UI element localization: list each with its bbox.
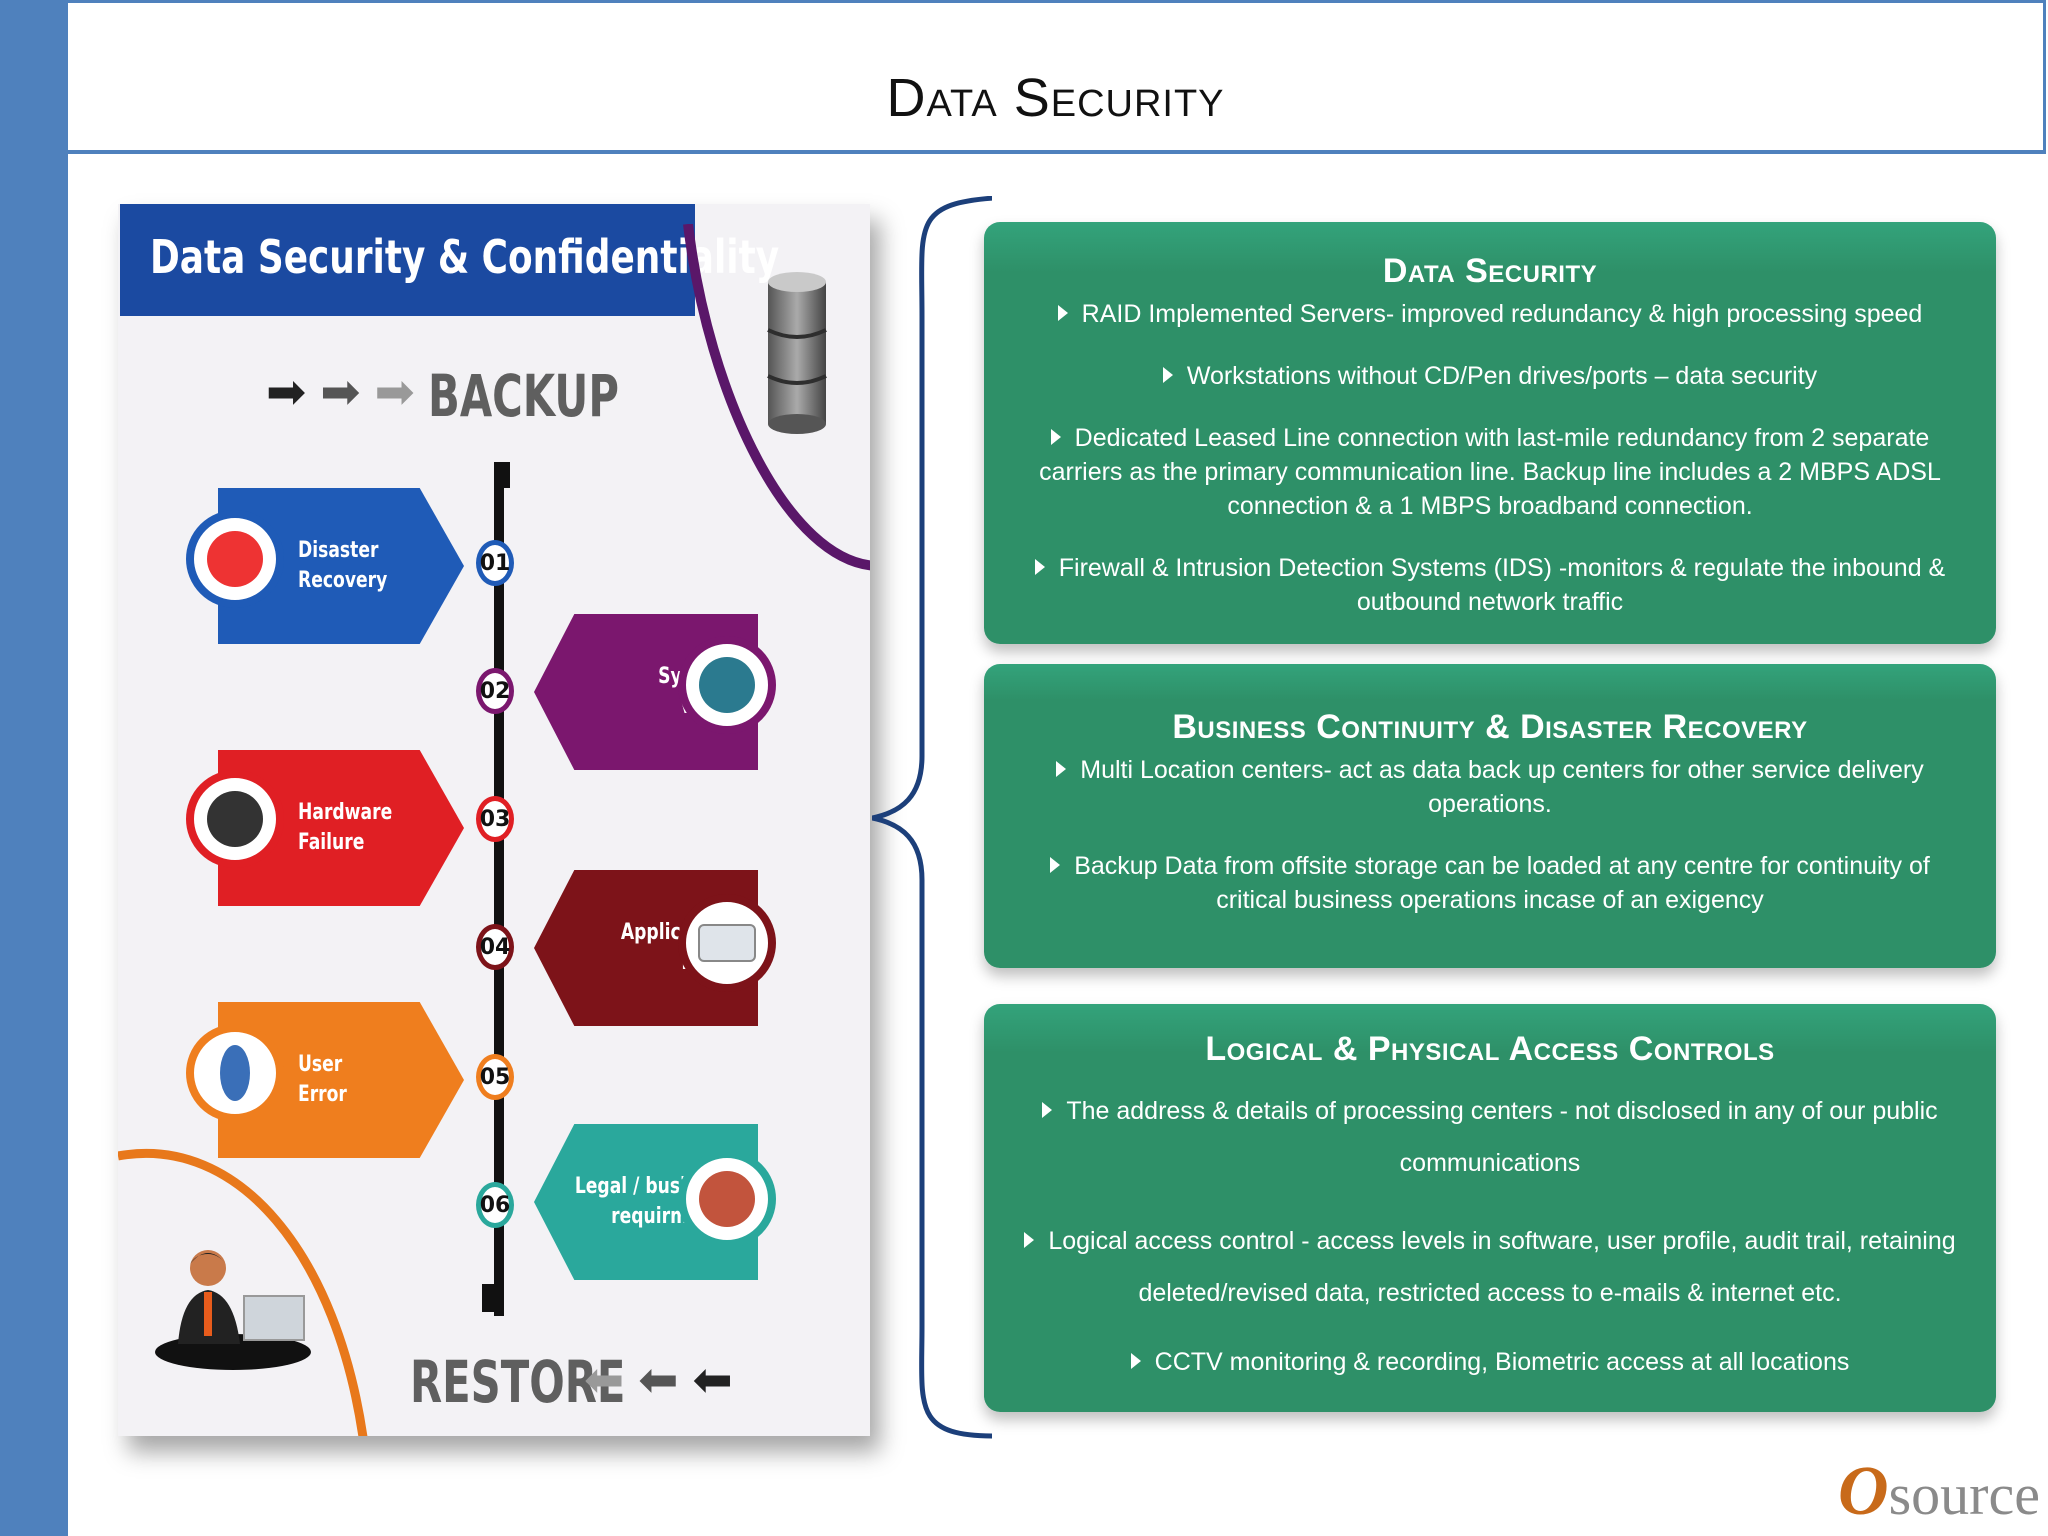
virus-bug-icon (678, 636, 776, 734)
left-accent-band (0, 0, 68, 1536)
backup-label: BACKUP (428, 362, 619, 430)
step-number: 02 (476, 668, 514, 714)
bullet-arrow-icon (1024, 1232, 1035, 1248)
bullet-text: Backup Data from offsite storage can be … (1074, 852, 1930, 914)
panel-business-continuity: Business Continuity & Disaster Recovery … (984, 664, 1996, 968)
bullet-item: The address & details of processing cent… (984, 1085, 1996, 1189)
step-label-line2: Error (298, 1082, 347, 1107)
step-number: 03 (476, 796, 514, 842)
step-card-disaster-recovery: Disaster Recovery (218, 488, 464, 644)
infographic-header: Data Security & Confidentiality (120, 204, 779, 316)
legal-document-icon (678, 1150, 776, 1248)
bullet-arrow-icon (1130, 1353, 1141, 1369)
arrow-left-icon: ⬅ (692, 1354, 733, 1407)
step-label-line2: Recovery (298, 568, 388, 593)
step-label-line1: Disaster (298, 538, 379, 563)
database-arc (683, 224, 870, 571)
step-label-line1: Hardware (298, 800, 393, 825)
panel-title: Business Continuity & Disaster Recovery (1172, 708, 1808, 746)
orange-arc (118, 1148, 368, 1436)
panel-title: Data Security (1382, 252, 1598, 290)
bullet-arrow-icon (1056, 761, 1067, 777)
arrow-left-icon: ⬅ (638, 1354, 679, 1407)
infographic-header-text: Data Security & Confidentiality (150, 230, 780, 284)
bullet-arrow-icon (1042, 1102, 1053, 1118)
panel-title: Logical & Physical Access Controls (1205, 1030, 1775, 1068)
step-number: 04 (476, 924, 514, 970)
restore-label: RESTORE (410, 1348, 626, 1416)
bullet-text: Multi Location centers- act as data back… (1080, 756, 1924, 818)
step-number: 06 (476, 1182, 514, 1228)
bullet-text: Dedicated Leased Line connection with la… (1039, 424, 1941, 520)
timeline-line (494, 466, 504, 1316)
timeline-bottom-cap (482, 1284, 500, 1312)
bullet-item: Firewall & Intrusion Detection Systems (… (984, 551, 1996, 619)
error-dialog-icon (678, 894, 776, 992)
bullet-item: Dedicated Leased Line connection with la… (984, 421, 1996, 523)
slide-title: Data Security (886, 68, 1225, 128)
title-underline (68, 150, 2043, 154)
database-icon (767, 272, 827, 434)
hard-drive-icon (186, 770, 284, 868)
timeline-top-cap (494, 462, 510, 488)
businessman-laptop-icon (155, 1250, 311, 1370)
bullet-arrow-icon (1162, 367, 1173, 383)
arrow-right-icon: ➡ (374, 366, 415, 419)
bullet-arrow-icon (1057, 305, 1068, 321)
bullet-text: CCTV monitoring & recording, Biometric a… (1154, 1348, 1850, 1376)
curly-brace (872, 196, 992, 1439)
recycle-bin-icon (186, 1024, 284, 1122)
arrow-right-icon: ➡ (266, 366, 307, 419)
bullet-arrow-icon (1050, 429, 1061, 445)
restore-arrows: ⬅ ⬅ ⬅ (584, 1352, 733, 1408)
infographic-image: Data Security & Confidentiality ➡ ➡ ➡ BA… (118, 204, 870, 1436)
arrow-left-icon: ⬅ (584, 1354, 625, 1407)
backup-arrows: ➡ ➡ ➡ (266, 364, 415, 420)
bullet-text: Workstations without CD/Pen drives/ports… (1186, 362, 1818, 390)
bullet-item: Multi Location centers- act as data back… (984, 753, 1996, 821)
bullet-item: Backup Data from offsite storage can be … (984, 849, 1996, 917)
panel-data-security: Data Security RAID Implemented Servers- … (984, 222, 1996, 644)
bullet-item: RAID Implemented Servers- improved redun… (984, 297, 1996, 331)
bullet-text: Firewall & Intrusion Detection Systems (… (1058, 554, 1946, 616)
bullet-text: RAID Implemented Servers- improved redun… (1081, 300, 1923, 328)
bullet-item: Workstations without CD/Pen drives/ports… (984, 359, 1996, 393)
step-label-line1: User (298, 1052, 343, 1077)
panel-access-controls: Logical & Physical Access Controls The a… (984, 1004, 1996, 1412)
step-number: 05 (476, 1054, 514, 1100)
bullet-arrow-icon (1050, 857, 1061, 873)
arrow-right-icon: ➡ (320, 366, 361, 419)
bullet-item: Logical access control - access levels i… (984, 1215, 1996, 1319)
bullet-arrow-icon (1034, 559, 1045, 575)
disaster-recovery-icon (186, 510, 284, 608)
bullet-text: Logical access control - access levels i… (1048, 1227, 1956, 1307)
bullet-text: The address & details of processing cent… (1066, 1097, 1938, 1177)
osource-logo: Osource (1838, 1453, 2040, 1530)
bullet-item: CCTV monitoring & recording, Biometric a… (984, 1345, 1996, 1379)
title-bar: Data Security (68, 0, 2046, 154)
step-number: 01 (476, 540, 514, 586)
step-label-line2: Failure (298, 830, 365, 855)
